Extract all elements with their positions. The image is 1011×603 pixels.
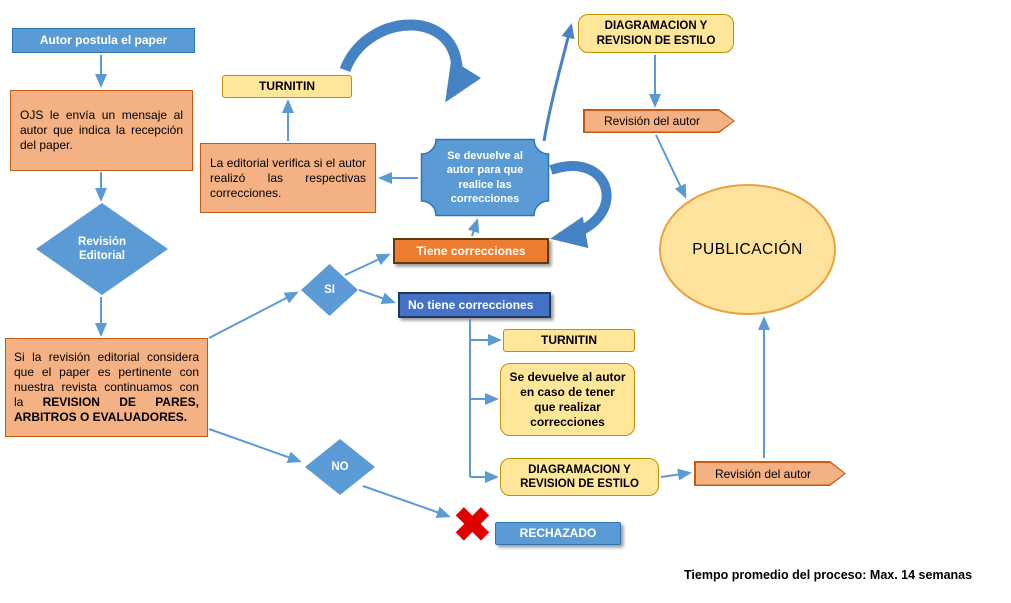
node-autor-postula: Autor postula el paper xyxy=(12,28,195,53)
publicacion-label: PUBLICACIÓN xyxy=(692,240,803,258)
se-devuelve-badge-text: Se devuelve al autor para que realice la… xyxy=(446,149,524,205)
arrow-considera-to-si xyxy=(208,291,299,339)
ojs-mensaje-text: OJS le envía un mensaje al autor que ind… xyxy=(20,108,183,152)
node-revision-editorial: Revisión Editorial xyxy=(36,203,168,295)
node-revision-autor-bottom: Revisión del autor xyxy=(694,461,846,486)
arrow-badge-to-diagramacion-top xyxy=(542,23,575,142)
node-rechazado: RECHAZADO xyxy=(495,522,621,545)
node-revision-autor-top: Revisión del autor xyxy=(583,109,735,133)
node-diagramacion-bottom: DIAGRAMACION Y REVISION DE ESTILO xyxy=(500,458,659,496)
node-diagramacion-top: DIAGRAMACION Y REVISION DE ESTILO xyxy=(578,14,734,53)
node-revision-considera: Si la revisión editorial considera que e… xyxy=(5,338,208,437)
se-devuelve-caso-text: Se devuelve al autor en caso de tener qu… xyxy=(509,369,626,429)
node-ojs-mensaje: OJS le envía un mensaje al autor que ind… xyxy=(10,90,193,171)
no-tiene-correcciones-label: No tiene correcciones xyxy=(408,297,534,312)
node-publicacion: PUBLICACIÓN xyxy=(659,184,836,315)
arrow-no-to-rechazado xyxy=(362,485,451,518)
arrow-revision-autor-to-publicacion xyxy=(655,134,687,199)
autor-postula-label: Autor postula el paper xyxy=(39,33,168,47)
node-turnitin-top: TURNITIN xyxy=(222,75,352,98)
process-time-note: Tiempo promedio del proceso: Max. 14 sem… xyxy=(684,568,973,582)
node-no-decision: NO xyxy=(305,439,375,495)
rechazado-label: RECHAZADO xyxy=(519,526,597,540)
plaque-shape xyxy=(420,138,550,217)
node-turnitin-bottom: TURNITIN xyxy=(503,329,635,352)
revision-considera-text: Si la revisión editorial considera que e… xyxy=(14,350,199,424)
si-decision-label: SI xyxy=(324,283,335,296)
arrow-tiene-to-badge xyxy=(467,218,480,237)
arrow-badge-loop xyxy=(549,161,612,249)
arrow-si-to-tiene xyxy=(344,253,391,276)
node-no-tiene-correcciones: No tiene correcciones xyxy=(398,292,551,318)
revision-editorial-label: Revisión Editorial xyxy=(78,235,126,262)
revision-autor-bottom-label: Revisión del autor xyxy=(696,463,845,485)
rejected-x-icon: ✖ xyxy=(452,497,493,551)
arrow-si-to-notiene xyxy=(358,289,396,304)
turnitin-bottom-label: TURNITIN xyxy=(541,333,597,347)
node-editorial-verifica: La editorial verifica si el autor realiz… xyxy=(200,143,376,213)
turnitin-top-label: TURNITIN xyxy=(259,79,315,93)
editorial-verifica-text: La editorial verifica si el autor realiz… xyxy=(210,155,366,200)
tiene-correcciones-label: Tiene correcciones xyxy=(416,243,526,258)
arrow-diagramacion-to-revision-autor2 xyxy=(660,468,692,481)
arrow-considera-to-no xyxy=(208,428,302,463)
node-se-devuelve-caso: Se devuelve al autor en caso de tener qu… xyxy=(500,363,635,436)
node-si-decision: SI xyxy=(301,264,358,316)
no-decision-label: NO xyxy=(331,460,349,473)
diagramacion-top-label: DIAGRAMACION Y REVISION DE ESTILO xyxy=(596,20,716,47)
diagramacion-bottom-label: DIAGRAMACION Y REVISION DE ESTILO xyxy=(520,463,639,490)
node-tiene-correcciones: Tiene correcciones xyxy=(393,238,549,264)
node-se-devuelve-badge: Se devuelve al autor para que realice la… xyxy=(420,138,550,217)
revision-autor-top-label: Revisión del autor xyxy=(585,111,734,132)
arrow-turnitin-curve-to-badge xyxy=(339,19,482,103)
